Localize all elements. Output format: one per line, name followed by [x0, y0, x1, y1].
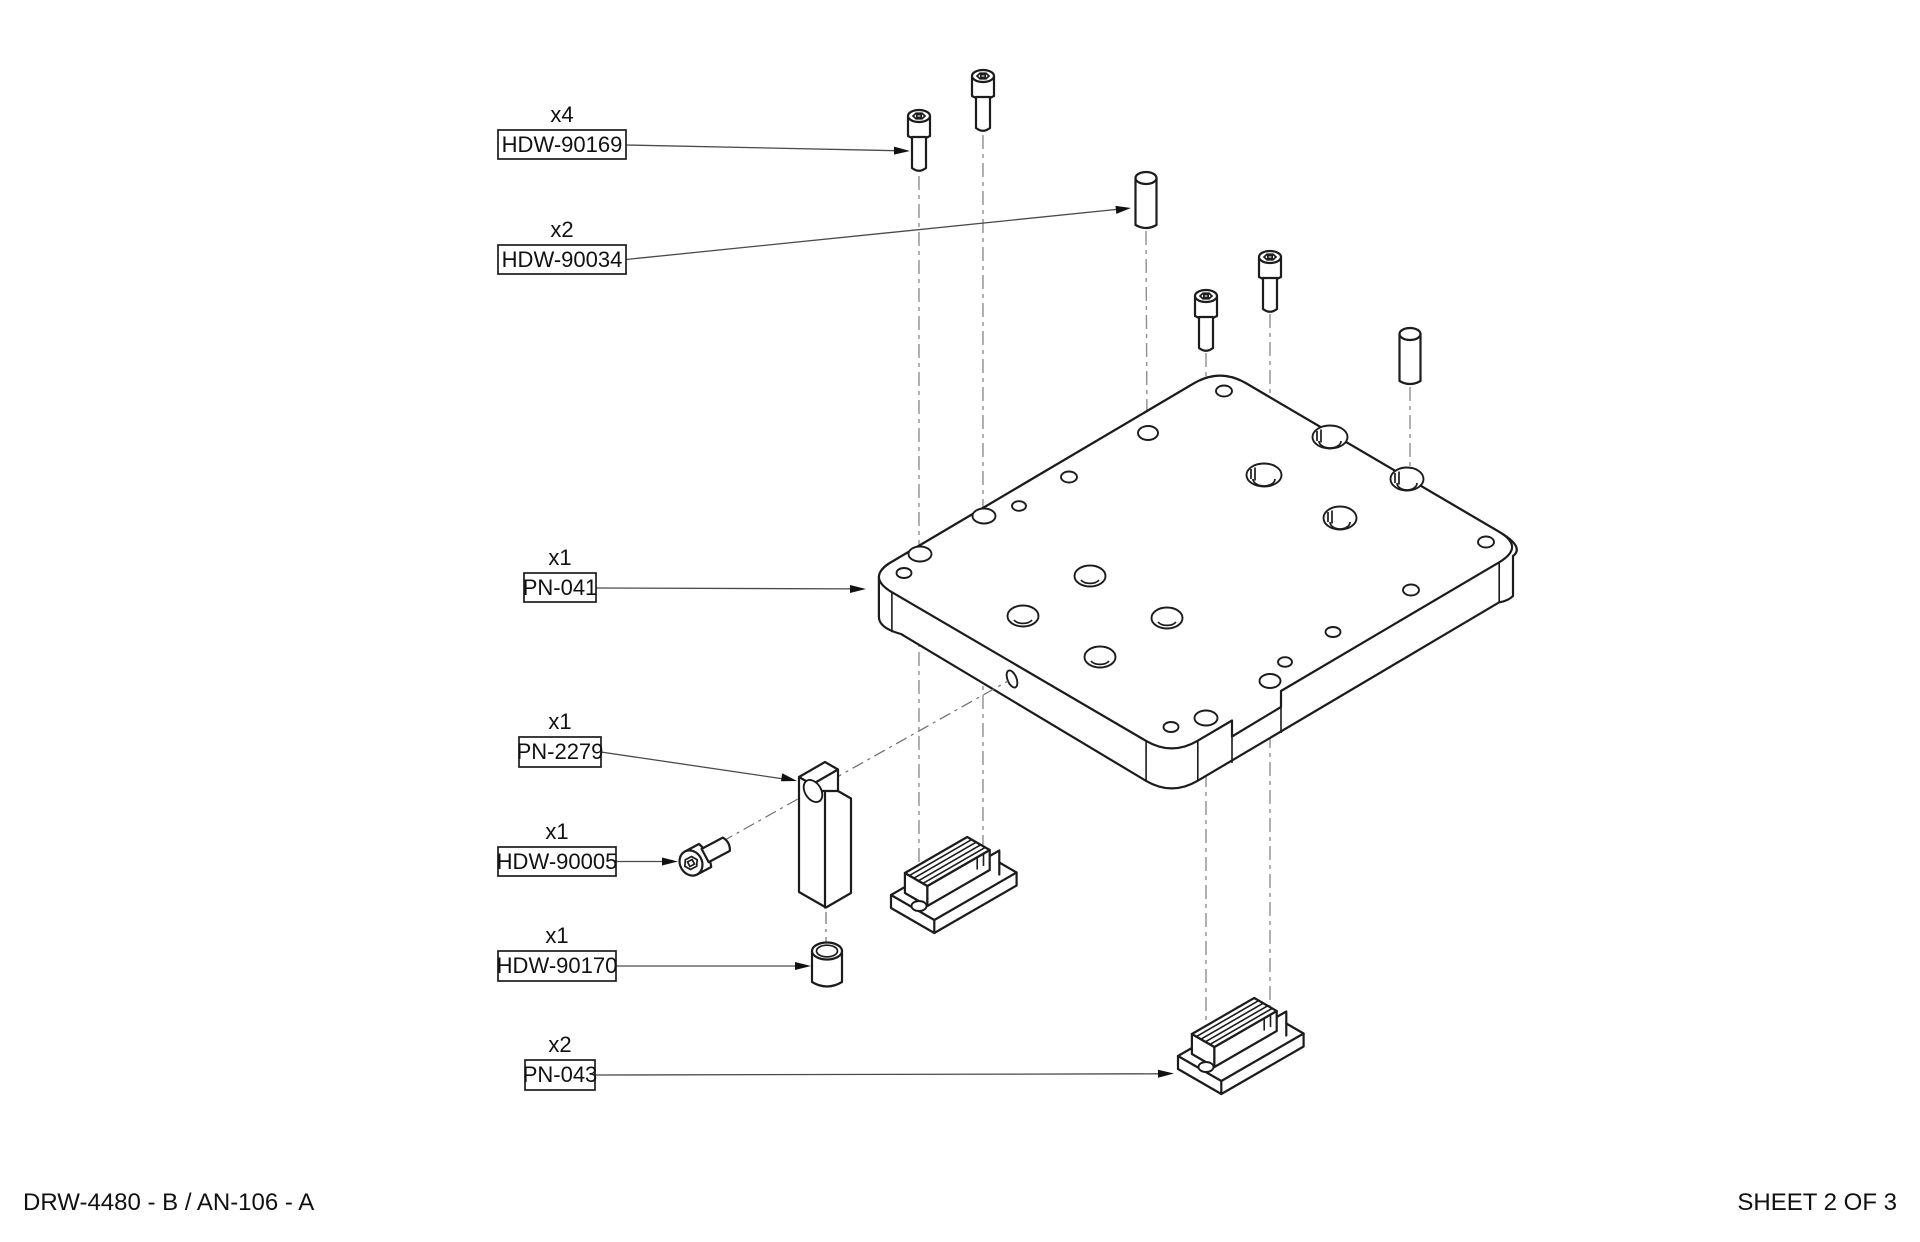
plate-counterbored-holes — [1245, 424, 1425, 531]
screw-hdw-90169-2 — [970, 68, 996, 132]
callout-hdw-90034: x2 HDW-90034 — [497, 217, 627, 275]
callout-pn-041: x1 PN-041 — [523, 545, 598, 603]
callout-part-number: HDW-90034 — [502, 247, 623, 272]
screw-hdw-90169-4 — [1257, 249, 1283, 313]
leader-hdw-90170 — [616, 962, 811, 970]
drawing-number: DRW-4480 - B / AN-106 - A — [23, 1189, 314, 1216]
spacer-hdw-90170 — [810, 941, 844, 988]
callout-hdw-90170: x1 HDW-90170 — [497, 923, 618, 982]
callout-qty: x1 — [545, 819, 568, 844]
callout-qty: x1 — [548, 709, 571, 734]
callout-part-number: HDW-90170 — [497, 953, 618, 978]
dowel-pin-hdw-90034-1 — [1134, 170, 1158, 230]
callout-part-number: PN-043 — [523, 1062, 598, 1087]
callout-hdw-90169: x4 HDW-90169 — [497, 102, 627, 160]
screw-hdw-90169-1 — [906, 108, 932, 172]
callout-pn-2279: x1 PN-2279 — [517, 709, 604, 768]
rail-pn-043-1 — [889, 835, 1018, 935]
plate-large-holes — [1006, 564, 1184, 669]
callout-part-number: PN-041 — [523, 575, 598, 600]
plate-small-holes — [895, 384, 1495, 733]
callout-part-number: HDW-90169 — [502, 132, 623, 157]
dowel-pin-hdw-90034-2 — [1398, 326, 1422, 386]
leaders — [594, 144, 1174, 1078]
leader-hdw-90169 — [625, 144, 910, 155]
callout-part-number: PN-2279 — [517, 739, 604, 764]
screw-hdw-90169-3 — [1193, 288, 1219, 352]
callout-hdw-90005: x1 HDW-90005 — [497, 819, 618, 877]
callout-qty: x1 — [545, 923, 568, 948]
leader-pn-2279 — [600, 751, 797, 782]
leader-pn-043 — [594, 1069, 1174, 1078]
plate-medium-holes — [907, 425, 1282, 727]
callout-qty: x2 — [548, 1032, 571, 1057]
callout-qty: x2 — [550, 217, 573, 242]
block-pn-2279 — [797, 760, 853, 909]
leader-pn-041 — [595, 585, 866, 593]
callout-qty: x1 — [548, 545, 571, 570]
plate-side-hole — [1005, 669, 1019, 689]
callout-qty: x4 — [550, 102, 573, 127]
callout-part-number: HDW-90005 — [497, 849, 618, 874]
sheet-number: SHEET 2 OF 3 — [1737, 1189, 1897, 1216]
callout-pn-043: x2 PN-043 — [523, 1032, 598, 1091]
screw-hdw-90005 — [678, 836, 731, 877]
leader-hdw-90034 — [625, 205, 1131, 261]
auxiliary-centerlines — [699, 680, 1009, 945]
leader-hdw-90005 — [616, 857, 678, 866]
rail-pn-043-2 — [1176, 996, 1305, 1096]
plate-pn-041 — [877, 374, 1518, 790]
